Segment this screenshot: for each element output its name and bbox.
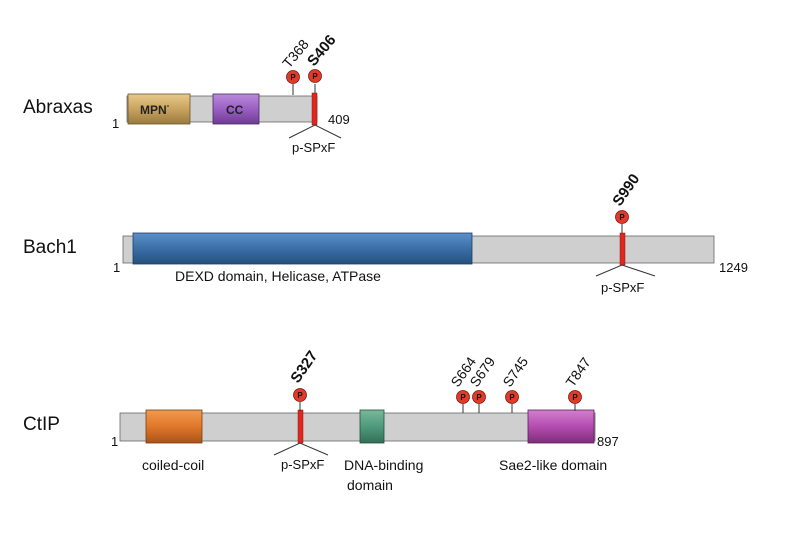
domain-label-cc: CC	[226, 103, 244, 117]
phospho-icon	[568, 390, 582, 404]
motif-bracket: p-SPxF	[288, 124, 342, 155]
site-label: S406	[304, 32, 340, 70]
site-label: S745	[499, 354, 531, 390]
protein-ctip: CtIP 1 897 coiled-coil DNA-binding domain…	[23, 348, 619, 493]
site-label: S990	[609, 171, 643, 209]
protein-abraxas: Abraxas 1 409 MPN- CC P T368 P S406 p-SP…	[23, 32, 350, 155]
domain-label-mpn: MPN-	[140, 101, 170, 117]
motif-label: p-SPxF	[281, 457, 324, 472]
phospho-site-s990: P S990	[609, 171, 643, 233]
phospho-icon	[286, 70, 300, 84]
end-residue-label: 897	[597, 434, 619, 449]
protein-name: Bach1	[23, 237, 77, 258]
phospho-site-s745: P S745	[499, 354, 531, 413]
phospho-icon	[293, 388, 307, 402]
domain-label-dexd: DEXD domain, Helicase, ATPase	[175, 268, 381, 284]
site-bar-s990	[619, 232, 626, 266]
domain-label-sae2-like: Sae2-like domain	[499, 457, 607, 473]
phospho-site-t368: P T368	[279, 36, 312, 95]
motif-bracket-line	[288, 124, 342, 139]
domain-label-mpn-main: MPN	[140, 103, 167, 117]
protein-name: Abraxas	[23, 97, 93, 118]
phospho-letter: P	[460, 393, 466, 402]
domain-dna-binding	[359, 409, 385, 444]
protein-name: CtIP	[23, 414, 60, 435]
motif-bracket-line	[273, 442, 329, 456]
phospho-letter: P	[297, 391, 303, 400]
site-label: S327	[287, 348, 321, 386]
start-residue-label: 1	[113, 260, 120, 275]
site-label: T368	[279, 36, 312, 71]
phospho-icon	[505, 390, 519, 404]
end-residue-label: 409	[328, 112, 350, 127]
motif-bracket: p-SPxF	[273, 442, 329, 472]
domain-sae2-like	[527, 409, 595, 444]
motif-label: p-SPxF	[292, 140, 335, 155]
phospho-letter: P	[509, 393, 515, 402]
phospho-site-t847: P T847	[562, 354, 594, 411]
end-residue-label: 1249	[719, 260, 748, 275]
protein-bach1: Bach1 1 1249 DEXD domain, Helicase, ATPa…	[23, 171, 748, 295]
motif-bracket: p-SPxF	[595, 264, 656, 295]
site-label: T847	[562, 354, 594, 389]
phospho-site-s327: P S327	[287, 348, 321, 411]
site-bar-s406	[311, 92, 318, 126]
start-residue-label: 1	[111, 434, 118, 449]
domain-cc	[212, 93, 260, 125]
site-bar-s327	[297, 409, 304, 444]
phospho-icon	[472, 390, 486, 404]
phospho-letter: P	[312, 72, 318, 81]
phospho-icon	[456, 390, 470, 404]
domain-mpn	[127, 93, 191, 125]
domain-dexd-helicase	[132, 232, 473, 265]
phospho-site-s406: P S406	[304, 32, 340, 93]
start-residue-label: 1	[112, 116, 119, 131]
phospho-letter: P	[476, 393, 482, 402]
domain-label-mpn-superscript: -	[167, 101, 170, 110]
domain-label-dna-binding: DNA-binding domain	[344, 457, 423, 493]
motif-label: p-SPxF	[601, 280, 644, 295]
domain-label-dna-binding-line2: domain	[347, 477, 393, 493]
phospho-letter: P	[619, 213, 625, 222]
motif-bracket-line	[595, 264, 656, 277]
phospho-icon	[615, 210, 629, 224]
domain-label-coiled-coil: coiled-coil	[142, 457, 204, 473]
domain-label-dna-binding-line1: DNA-binding	[344, 457, 423, 473]
phospho-icon	[308, 69, 322, 83]
phospho-letter: P	[572, 393, 578, 402]
domain-coiled-coil	[145, 409, 203, 444]
phospho-letter: P	[290, 73, 296, 82]
